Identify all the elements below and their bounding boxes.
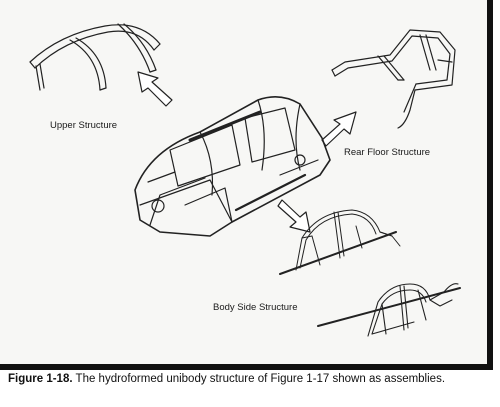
arrow-down-right-icon — [277, 199, 311, 233]
label-upper-structure: Upper Structure — [50, 120, 118, 131]
arrow-right-icon — [321, 111, 357, 147]
figure-caption: Figure 1-18. The hydroformed unibody str… — [8, 372, 488, 386]
arrow-up-left-icon — [137, 71, 173, 107]
figure-illustration: Upper Structure Rear Floor Structure Bod… — [0, 0, 493, 370]
rear-floor-structure-drawing — [331, 29, 456, 129]
label-body-side-structure: Body Side Structure — [213, 302, 298, 313]
body-side-assembly-drawing — [317, 283, 461, 337]
body-side-structure-drawing — [279, 209, 401, 275]
caption-number: Figure 1-18. — [8, 373, 73, 385]
caption-text: The hydroformed unibody structure of Fig… — [72, 373, 446, 385]
label-rear-floor-structure: Rear Floor Structure — [344, 147, 431, 158]
upper-structure-drawing — [29, 23, 161, 91]
unibody-car-drawing — [134, 96, 331, 237]
